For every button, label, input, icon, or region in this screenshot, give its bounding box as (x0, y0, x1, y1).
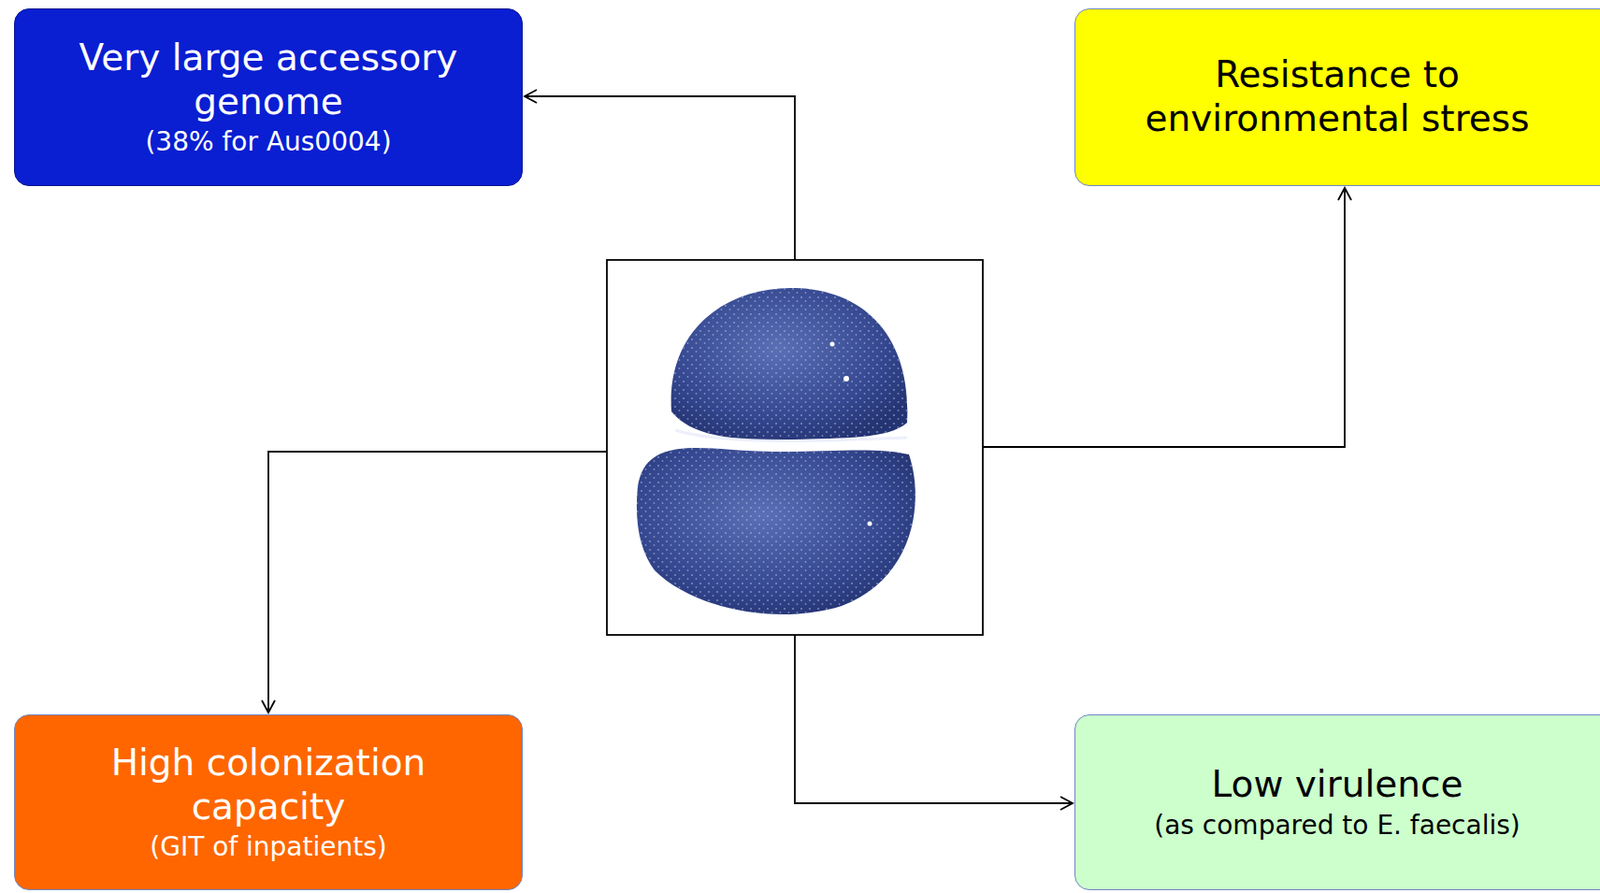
green-feature-box: Low virulence(as compared to E. faecalis… (1074, 714, 1600, 891)
box-heading: Resistance to environmental stress (1095, 53, 1579, 142)
box-heading: Very large accessory genome (35, 36, 502, 125)
blue-feature-box: Very large accessory genome(38% for Aus0… (14, 8, 523, 187)
box-note: (as compared to E. faecalis) (1153, 808, 1520, 842)
box-note: (38% for Aus0004) (144, 125, 391, 159)
yellow-feature-box: Resistance to environmental stress (1074, 8, 1600, 187)
box-heading: High colonization capacity (35, 741, 502, 830)
box-note: (GIT of inpatients) (149, 830, 387, 864)
box-heading: Low virulence (1211, 763, 1464, 808)
leader-arrows (268, 96, 1345, 804)
bacterium-illustration (606, 259, 983, 635)
orange-feature-box: High colonization capacity(GIT of inpati… (14, 714, 523, 891)
